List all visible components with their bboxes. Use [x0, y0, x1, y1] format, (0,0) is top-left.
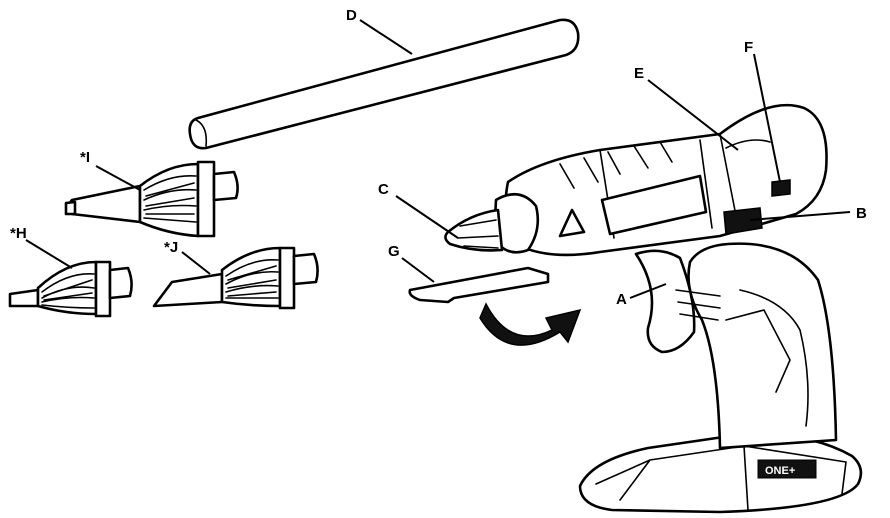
leader-g	[402, 258, 434, 282]
indicator-light	[772, 180, 790, 196]
glue-stick	[190, 20, 579, 148]
trigger	[636, 251, 694, 352]
leader-c	[396, 196, 458, 238]
label-c: C	[378, 181, 389, 198]
label-f: F	[744, 39, 753, 56]
installed-nozzle	[445, 210, 502, 250]
handle	[689, 244, 837, 448]
label-d: D	[346, 7, 357, 24]
stand	[410, 268, 548, 302]
leader-d	[360, 20, 412, 54]
logo-text: ONE+	[765, 465, 795, 477]
label-a: A	[616, 291, 627, 308]
label-b: B	[856, 205, 867, 222]
barrel-housing	[506, 105, 827, 255]
label-i: *I	[80, 149, 90, 166]
power-switch	[724, 208, 762, 234]
label-e: E	[634, 65, 644, 82]
rotate-arrow-icon	[480, 304, 580, 345]
label-h: *H	[10, 225, 27, 242]
nozzle-h	[10, 262, 132, 316]
leader-j	[182, 252, 210, 274]
leader-i	[96, 166, 140, 190]
nozzle-j	[154, 248, 318, 308]
glue-gun: ONE+	[410, 105, 861, 512]
nozzle-i	[66, 162, 238, 236]
label-g: G	[388, 243, 400, 260]
label-j: *J	[164, 239, 178, 256]
leader-h	[26, 240, 72, 268]
